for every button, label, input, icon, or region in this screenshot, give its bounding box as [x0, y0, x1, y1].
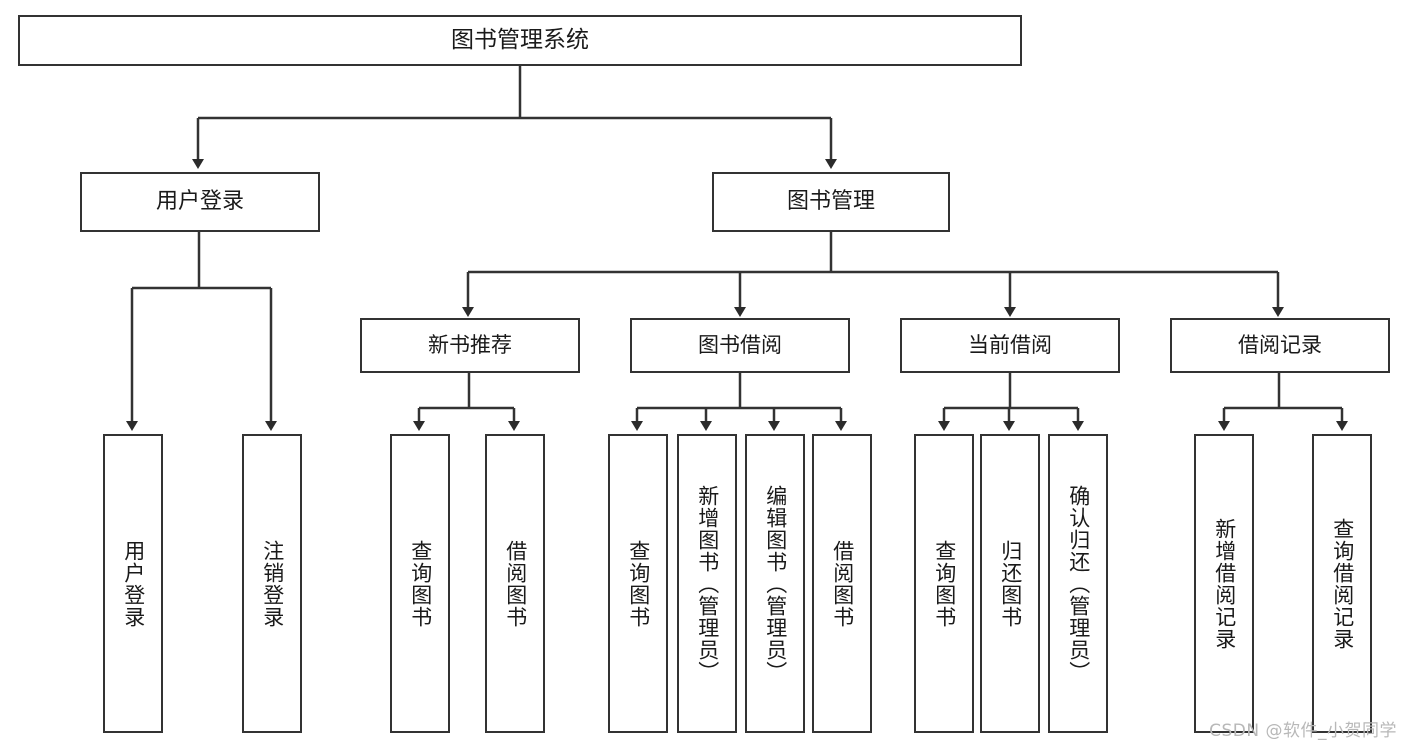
- leaf-add-book-admin[interactable]: 新增图书（管理员）: [677, 434, 737, 733]
- leaf-return-book-label: 归还图书: [998, 539, 1023, 628]
- node-book-management[interactable]: 图书管理: [712, 172, 950, 232]
- node-book-management-label: 图书管理: [786, 188, 875, 214]
- node-root[interactable]: 图书管理系统: [18, 15, 1022, 66]
- node-book-borrow[interactable]: 图书借阅: [630, 318, 850, 373]
- leaf-query-book-recommend[interactable]: 查询图书: [390, 434, 450, 733]
- leaf-borrow-book[interactable]: 借阅图书: [812, 434, 872, 733]
- leaf-borrow-book-label: 借阅图书: [830, 539, 855, 628]
- node-current-borrow[interactable]: 当前借阅: [900, 318, 1120, 373]
- leaf-user-login-label: 用户登录: [121, 539, 146, 628]
- leaf-borrow-book-recommend-label: 借阅图书: [503, 539, 528, 628]
- leaf-add-borrow-record-label: 新增借阅记录: [1212, 517, 1237, 650]
- node-user-login-label: 用户登录: [155, 188, 244, 214]
- leaf-query-book-borrow[interactable]: 查询图书: [608, 434, 668, 733]
- leaf-return-book[interactable]: 归还图书: [980, 434, 1040, 733]
- node-book-borrow-label: 图书借阅: [698, 332, 782, 357]
- leaf-borrow-book-recommend[interactable]: 借阅图书: [485, 434, 545, 733]
- leaf-confirm-return-admin[interactable]: 确认归还（管理员）: [1048, 434, 1108, 733]
- leaf-query-borrow-record-label: 查询借阅记录: [1330, 517, 1355, 650]
- leaf-confirm-return-admin-label: 确认归还（管理员）: [1066, 484, 1091, 683]
- leaf-logout[interactable]: 注销登录: [242, 434, 302, 733]
- leaf-edit-book-admin[interactable]: 编辑图书（管理员）: [745, 434, 805, 733]
- leaf-add-book-admin-label: 新增图书（管理员）: [695, 484, 720, 683]
- watermark: CSDN @软件_小贺同学: [1209, 721, 1397, 741]
- node-new-book-recommend-label: 新书推荐: [428, 332, 512, 357]
- node-user-login[interactable]: 用户登录: [80, 172, 320, 232]
- leaf-user-login[interactable]: 用户登录: [103, 434, 163, 733]
- leaf-query-borrow-record[interactable]: 查询借阅记录: [1312, 434, 1372, 733]
- node-borrow-records-label: 借阅记录: [1238, 332, 1322, 357]
- leaf-query-book-current[interactable]: 查询图书: [914, 434, 974, 733]
- leaf-add-borrow-record[interactable]: 新增借阅记录: [1194, 434, 1254, 733]
- leaf-query-book-recommend-label: 查询图书: [408, 539, 433, 628]
- leaf-query-book-current-label: 查询图书: [932, 539, 957, 628]
- node-current-borrow-label: 当前借阅: [968, 332, 1052, 357]
- node-new-book-recommend[interactable]: 新书推荐: [360, 318, 580, 373]
- leaf-query-book-borrow-label: 查询图书: [626, 539, 651, 628]
- node-borrow-records[interactable]: 借阅记录: [1170, 318, 1390, 373]
- leaf-edit-book-admin-label: 编辑图书（管理员）: [763, 484, 788, 683]
- node-root-label: 图书管理系统: [451, 26, 589, 53]
- leaf-logout-label: 注销登录: [260, 539, 285, 628]
